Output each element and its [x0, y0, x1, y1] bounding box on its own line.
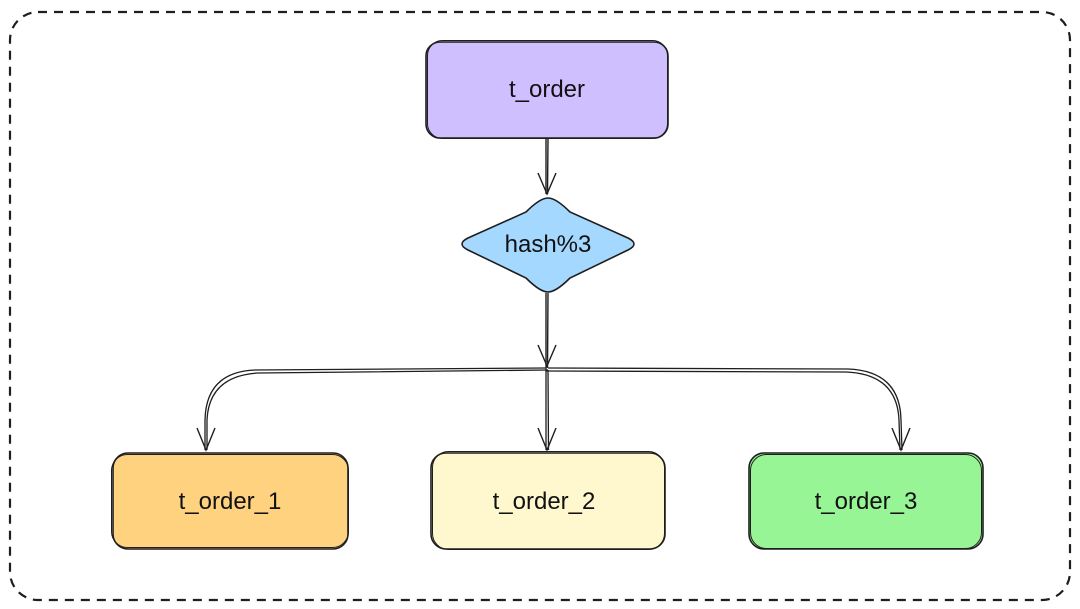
arrowheads-into-shards [196, 427, 911, 452]
shard-node-1[interactable]: t_order_1 [111, 452, 349, 550]
shard-node-2-sketch-stroke [432, 451, 665, 550]
shard-node-3[interactable]: t_order_3 [748, 452, 984, 550]
branch-connector [204, 367, 903, 451]
arrowhead-shard-3 [891, 427, 911, 452]
arrow-decision-to-split [537, 292, 557, 369]
source-node-sketch-stroke [427, 40, 668, 139]
decision-node-label: hash%3 [505, 231, 592, 258]
shard-node-2[interactable]: t_order_2 [430, 451, 666, 550]
decision-diamond [461, 197, 635, 293]
shard-node-1-sketch-stroke [111, 454, 349, 548]
shard-node-2-label: t_order_2 [493, 488, 596, 515]
decision-node[interactable]: hash%3 [461, 197, 635, 293]
source-node-label: t_order [509, 76, 585, 103]
outer-dashed-frame [8, 10, 1072, 602]
arrow-source-to-decision [537, 138, 557, 196]
shard-node-3-label: t_order_3 [815, 488, 918, 515]
shard-node-1-label: t_order_1 [179, 488, 282, 515]
source-node[interactable]: t_order [425, 40, 669, 139]
shard-node-3-sketch-stroke [750, 454, 982, 549]
arrowhead-shard-2 [537, 427, 557, 452]
arrowhead-shard-1 [196, 427, 216, 452]
